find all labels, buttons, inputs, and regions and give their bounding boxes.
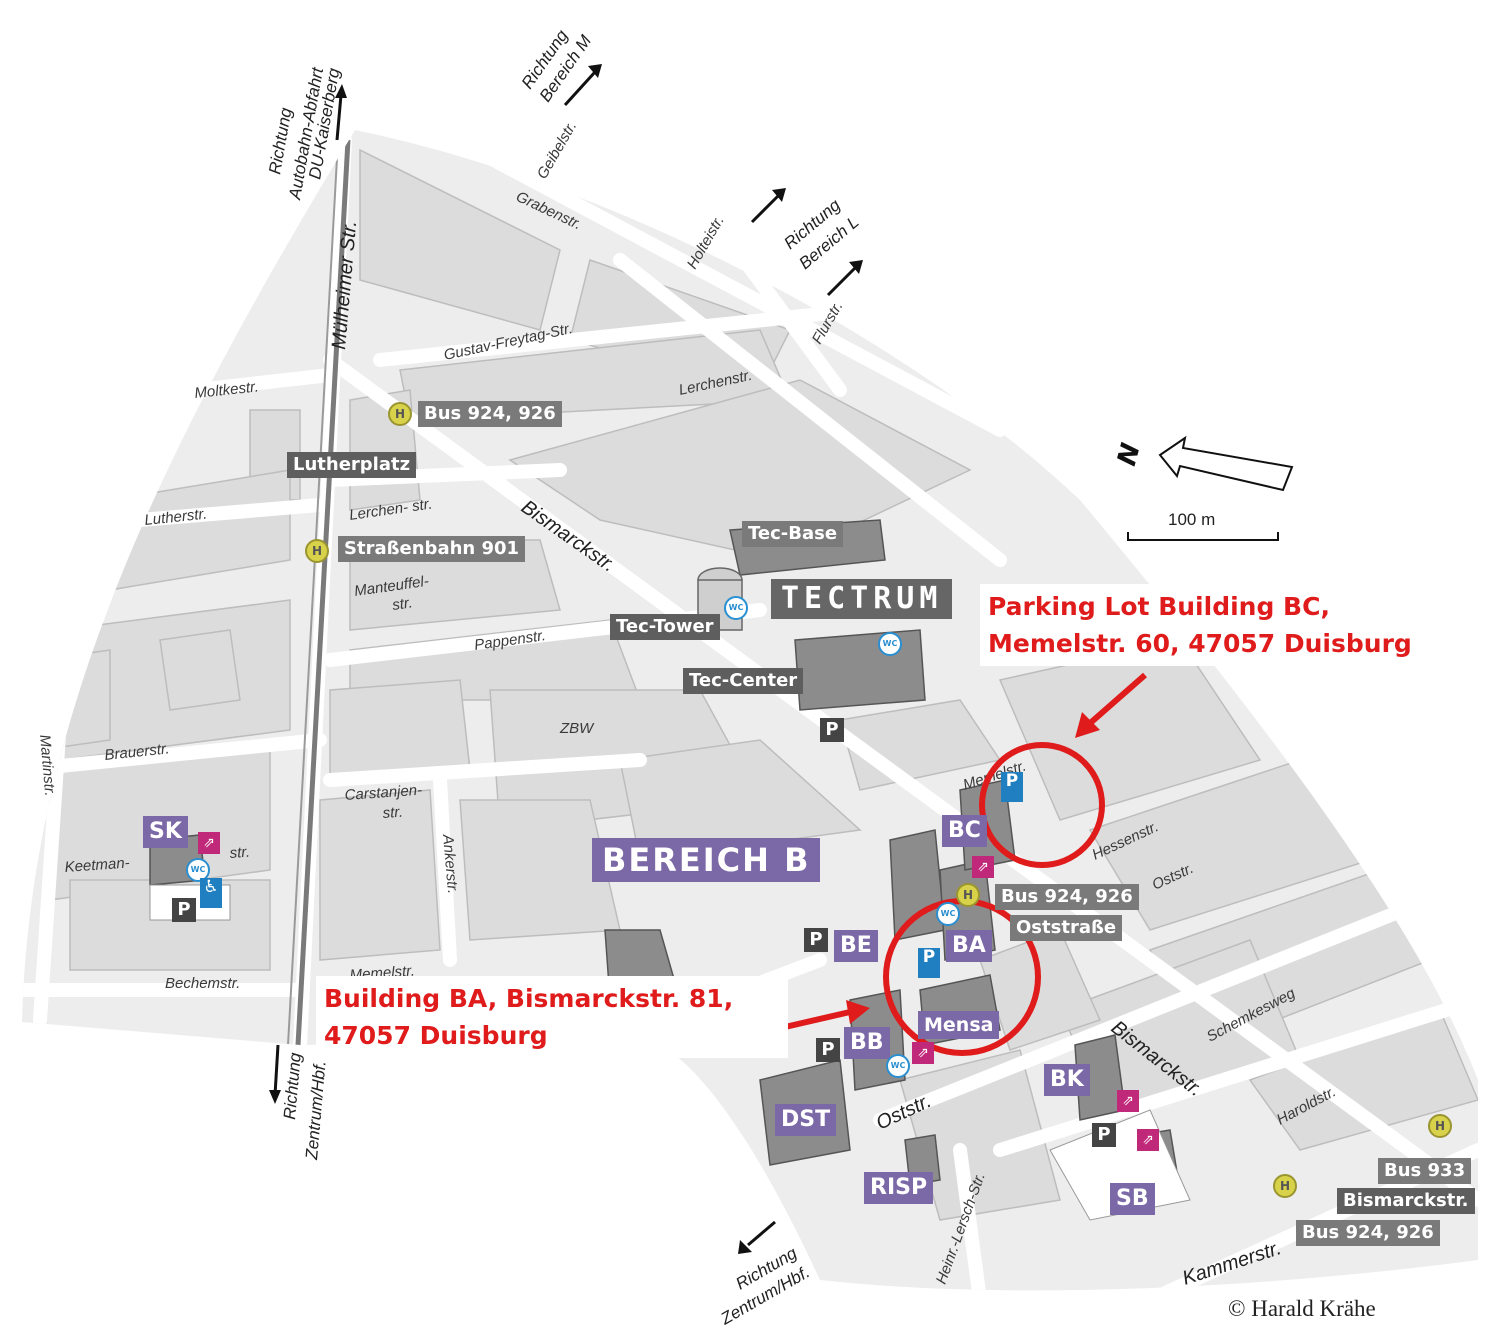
callout-building-ba: Building BA, Bismarckstr. 81, 47057 Duis… [316, 976, 788, 1058]
wc-sk-icon: WC [186, 858, 210, 882]
arrow-bereich-m-icon [563, 70, 597, 107]
accessible-ba-icon: P [918, 948, 940, 978]
parking-tec-center-icon: P [820, 718, 844, 742]
street-zbw: ZBW [559, 720, 595, 737]
label-bus-oststr: Bus 924, 926 [995, 884, 1139, 910]
north-arrow-icon [1158, 435, 1294, 492]
parking-be-icon: P [804, 928, 828, 952]
copyright: © Harald Krähe [1228, 1296, 1376, 1321]
building-dst: DST [775, 1104, 837, 1136]
parking-sb-icon: P [1092, 1123, 1116, 1147]
street-luther: Lutherstr. [144, 506, 208, 529]
street-keetman-2: str. [229, 844, 250, 862]
label-bereich-b: BEREICH B [592, 838, 821, 882]
label-oststrasse: Oststraße [1010, 915, 1123, 941]
building-risp: RISP [864, 1172, 934, 1204]
building-sk: SK [143, 816, 188, 848]
scale-label: 100 m [1168, 510, 1216, 529]
wc-mensa-icon: WC [886, 1054, 910, 1078]
label-strassenbahn: Straßenbahn 901 [338, 536, 526, 562]
street-bechem: Bechemstr. [165, 975, 240, 992]
north-arrow: N [1112, 435, 1294, 492]
callout-arrow-bc-icon [1086, 672, 1147, 728]
street-martin: Martinstr. [36, 734, 58, 797]
stairs-mensa-icon: ⇗ [912, 1042, 934, 1064]
label-bus-bottom: Bus 924, 926 [1296, 1220, 1440, 1246]
parking-bb-icon: P [816, 1038, 840, 1062]
highlight-circle-bc [979, 742, 1105, 868]
arrow-bereich-l-1-icon [750, 194, 780, 224]
callout-building-ba-line1: Building BA, Bismarckstr. 81, [324, 984, 734, 1013]
building-be: BE [834, 930, 878, 962]
arrow-up-icon [335, 94, 343, 141]
street-carstanjen-2: str. [382, 804, 403, 822]
street-moltke: Moltkestr. [194, 378, 260, 402]
label-bus-933: Bus 933 [1378, 1158, 1472, 1184]
wc-ba-icon: WC [936, 902, 960, 926]
accessible-sk-icon: ♿ [200, 878, 222, 908]
north-letter: N [1112, 440, 1147, 469]
parking-bc-icon: P [1001, 772, 1023, 802]
building-mensa: Mensa [918, 1011, 1000, 1039]
stop-bus-top-icon: H [388, 402, 412, 426]
wc-tec-center-icon: WC [878, 632, 902, 656]
callout-building-ba-line2: 47057 Duisburg [324, 1021, 548, 1050]
street-anker: Ankerstr. [439, 833, 461, 895]
street-keetman-1: Keetman- [64, 854, 130, 875]
stairs-sk-icon: ⇗ [198, 832, 220, 854]
wc-tec-tower-icon: WC [724, 596, 748, 620]
label-tec-tower: Tec-Tower [610, 614, 720, 640]
label-tec-base: Tec-Base [742, 521, 844, 547]
building-ba: BA [946, 930, 992, 962]
label-bus-top: Bus 924, 926 [418, 401, 562, 427]
callout-parking-lot-line2: Memelstr. 60, 47057 Duisburg [988, 629, 1412, 658]
callout-parking-lot-line1: Parking Lot Building BC, [988, 592, 1330, 621]
building-sb: SB [1110, 1183, 1155, 1215]
parking-sk-icon: P [172, 898, 196, 922]
stop-kammer-icon: H [1273, 1174, 1297, 1198]
building-bk: BK [1044, 1064, 1090, 1096]
arrow-down-left-icon [747, 1220, 776, 1247]
label-lutherplatz: Lutherplatz [287, 452, 417, 478]
label-bismarckstr-stop: Bismarckstr. [1337, 1188, 1475, 1214]
stop-oststr-icon: H [956, 883, 980, 907]
stairs-bk-icon: ⇗ [1117, 1090, 1139, 1112]
stairs-sb-icon: ⇗ [1137, 1129, 1159, 1151]
building-bc: BC [942, 815, 987, 847]
stairs-bc-icon: ⇗ [972, 856, 994, 878]
label-tectrum: TECTRUM [771, 579, 953, 619]
label-tec-center: Tec-Center [683, 668, 804, 694]
street-carstanjen-1: Carstanjen- [344, 782, 423, 804]
arrow-down-icon [273, 1044, 280, 1096]
street-geibel: Geibelstr. [534, 118, 581, 182]
dir-bottom-left-2: Zentrum/Hbf. [302, 1060, 330, 1161]
building-bb: BB [844, 1027, 890, 1059]
arrow-bereich-l-2-icon [826, 266, 857, 297]
street-brauer: Brauerstr. [104, 740, 171, 764]
dir-bottom-left-1: Richtung [280, 1051, 305, 1120]
stop-bottom-right-icon: H [1428, 1114, 1452, 1138]
scale-bar [1127, 532, 1279, 541]
street-manteuffel-2: str. [391, 594, 413, 614]
callout-parking-lot: Parking Lot Building BC, Memelstr. 60, 4… [980, 584, 1420, 666]
stop-tram-icon: H [305, 539, 329, 563]
